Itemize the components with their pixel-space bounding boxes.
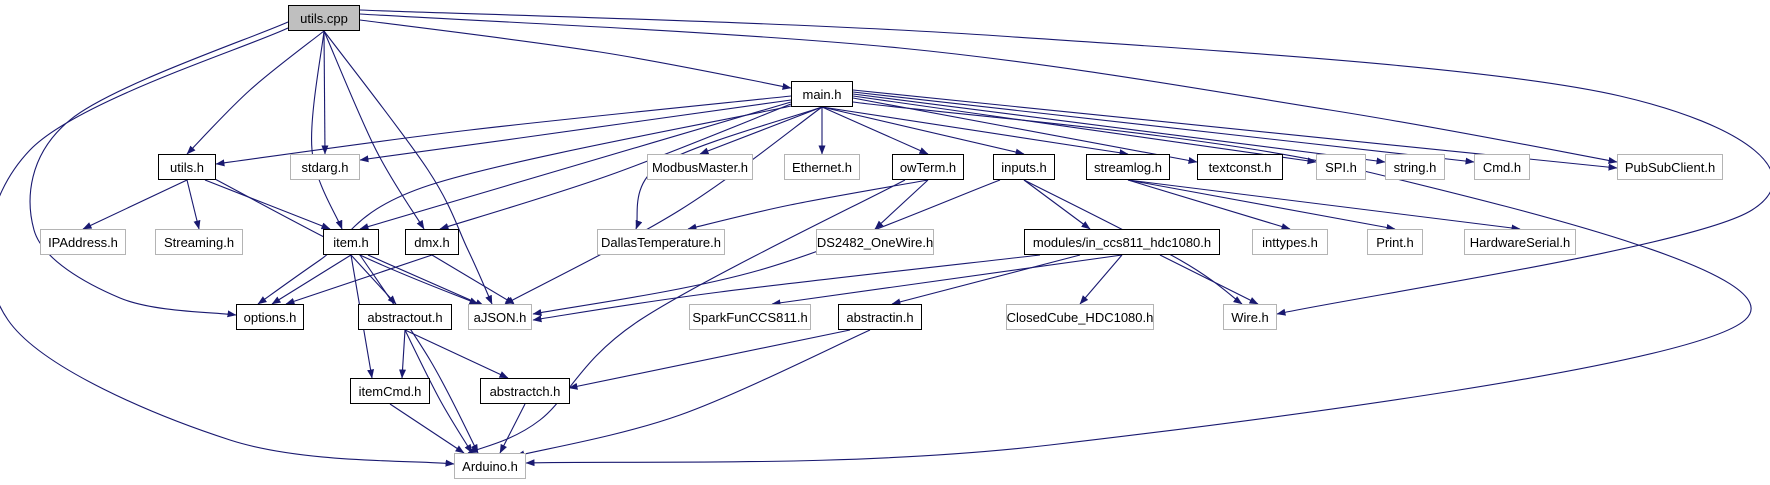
node-utils-cpp[interactable]: utils.cpp bbox=[288, 5, 360, 31]
node-in-ccs811-hdc1080-h[interactable]: modules/in_ccs811_hdc1080.h bbox=[1024, 229, 1220, 255]
node-sparkfunccs811-h: SparkFunCCS811.h bbox=[689, 304, 811, 330]
edge-streamlog-h-to-inttypes-h bbox=[1127, 179, 1291, 230]
edge-in-ccs811-hdc1080-h-to-closedcube-hdc1080-h bbox=[1079, 254, 1123, 305]
node-dmx-h[interactable]: dmx.h bbox=[405, 229, 459, 255]
edge-abstractout-h-to-itemcmd-h bbox=[399, 329, 407, 379]
node-dallastemperature-h: DallasTemperature.h bbox=[597, 229, 725, 255]
edge-owterm-h-to-arduino-h bbox=[467, 179, 906, 454]
node-modbusmaster-h: ModbusMaster.h bbox=[647, 154, 753, 180]
edge-main-h-to-string-h bbox=[852, 93, 1386, 165]
node-abstractout-h[interactable]: abstractout.h bbox=[358, 304, 452, 330]
edge-main-h-to-arduino-h bbox=[525, 101, 1752, 467]
node-arduino-h: Arduino.h bbox=[454, 453, 526, 479]
edge-in-ccs811-hdc1080-h-to-sparkfunccs811-h bbox=[771, 254, 1123, 307]
node-closedcube-hdc1080-h: ClosedCube_HDC1080.h bbox=[1006, 304, 1154, 330]
node-pubsubclient-h: PubSubClient.h bbox=[1617, 154, 1723, 180]
edge-streamlog-h-to-print-h bbox=[1127, 179, 1396, 231]
edge-itemcmd-h-to-arduino-h bbox=[389, 403, 465, 454]
edge-main-h-to-modbusmaster-h bbox=[699, 106, 823, 155]
node-cmd-h: Cmd.h bbox=[1474, 154, 1530, 180]
edge-main-h-to-dmx-h bbox=[439, 103, 792, 230]
node-item-h[interactable]: item.h bbox=[323, 229, 379, 255]
edge-main-h-to-utils-h bbox=[215, 95, 792, 167]
edge-in-ccs811-hdc1080-h-to-abstractin-h bbox=[891, 254, 1081, 306]
node-wire-h: Wire.h bbox=[1223, 304, 1277, 330]
edge-item-h-to-ajson-h bbox=[367, 254, 485, 307]
edge-utils-cpp-to-dmx-h bbox=[323, 30, 425, 230]
edge-main-h-to-streamlog-h bbox=[821, 106, 1129, 157]
edge-utils-cpp-to-arduino-h bbox=[0, 27, 455, 467]
node-string-h: string.h bbox=[1385, 154, 1445, 180]
edge-utils-h-to-streaming-h bbox=[186, 179, 201, 230]
edge-utils-h-to-ipaddress-h bbox=[82, 179, 188, 230]
edge-main-h-to-item-h bbox=[359, 101, 792, 230]
edge-utils-h-to-item-h bbox=[204, 179, 331, 230]
edge-abstractout-h-to-arduino-h bbox=[404, 329, 473, 454]
node-owterm-h[interactable]: owTerm.h bbox=[892, 154, 964, 180]
edge-in-ccs811-hdc1080-h-to-ajson-h bbox=[532, 254, 1041, 323]
edge-abstractin-h-to-arduino-h bbox=[515, 329, 871, 458]
edge-abstractin-h-to-abstractch-h bbox=[568, 329, 851, 390]
edge-utils-cpp-to-pubsubclient-h bbox=[359, 13, 1618, 164]
node-inttypes-h: inttypes.h bbox=[1252, 229, 1328, 255]
node-ajson-h: aJSON.h bbox=[468, 304, 532, 330]
node-inputs-h[interactable]: inputs.h bbox=[993, 154, 1055, 180]
edge-inputs-h-to-ajson-h bbox=[532, 179, 1001, 316]
node-abstractin-h[interactable]: abstractin.h bbox=[838, 304, 922, 330]
edge-dmx-h-to-ajson-h bbox=[431, 254, 515, 305]
node-options-h[interactable]: options.h bbox=[236, 304, 304, 330]
node-ethernet-h: Ethernet.h bbox=[784, 154, 860, 180]
edge-abstractch-h-to-arduino-h bbox=[499, 403, 526, 454]
edge-utils-cpp-to-wire-h bbox=[359, 9, 1770, 316]
edge-item-h-to-options-h bbox=[271, 254, 352, 305]
node-streaming-h: Streaming.h bbox=[155, 229, 243, 255]
edge-item-h-to-arduino-h bbox=[359, 254, 479, 454]
edge-main-h-to-cmd-h bbox=[852, 91, 1475, 165]
edge-main-h-to-ajson-h bbox=[504, 106, 823, 305]
edge-utils-cpp-to-stdarg-h bbox=[321, 30, 329, 155]
node-utils-h[interactable]: utils.h bbox=[158, 154, 216, 180]
edge-streamlog-h-to-hardwareserial-h bbox=[1127, 179, 1521, 232]
edge-inputs-h-to-in-ccs811-hdc1080-h bbox=[1023, 179, 1091, 230]
edge-dmx-h-to-options-h bbox=[285, 254, 433, 305]
node-textconst-h[interactable]: textconst.h bbox=[1197, 154, 1283, 180]
node-main-h[interactable]: main.h bbox=[791, 81, 853, 107]
node-spi-h: SPI.h bbox=[1316, 154, 1366, 180]
node-streamlog-h[interactable]: streamlog.h bbox=[1086, 154, 1170, 180]
edge-utils-cpp-to-options-h bbox=[29, 21, 289, 318]
edge-utils-cpp-to-item-h bbox=[311, 30, 343, 230]
edge-utils-cpp-to-ajson-h bbox=[323, 30, 493, 305]
edge-abstractout-h-to-abstractch-h bbox=[404, 329, 509, 379]
edge-main-h-to-owterm-h bbox=[821, 106, 929, 155]
edge-main-h-to-inputs-h bbox=[821, 106, 1025, 156]
node-ds2482-onewire-h: DS2482_OneWire.h bbox=[816, 229, 934, 255]
edge-owterm-h-to-dallastemperature-h bbox=[687, 179, 929, 231]
edge-utils-cpp-to-utils-h bbox=[186, 30, 325, 155]
node-abstractch-h[interactable]: abstractch.h bbox=[480, 378, 570, 404]
node-itemcmd-h[interactable]: itemCmd.h bbox=[350, 378, 430, 404]
edge-utils-cpp-to-main-h bbox=[359, 19, 792, 90]
edge-main-h-to-stdarg-h bbox=[359, 99, 792, 163]
node-print-h: Print.h bbox=[1367, 229, 1423, 255]
node-hardwareserial-h: HardwareSerial.h bbox=[1464, 229, 1576, 255]
edge-main-h-to-spi-h bbox=[852, 95, 1317, 165]
edge-in-ccs811-hdc1080-h-to-wire-h bbox=[1159, 254, 1259, 305]
edge-main-h-to-options-h bbox=[257, 105, 792, 305]
node-ipaddress-h: IPAddress.h bbox=[40, 229, 126, 255]
edge-owterm-h-to-ds2482-onewire-h bbox=[874, 179, 929, 230]
node-stdarg-h: stdarg.h bbox=[290, 154, 360, 180]
